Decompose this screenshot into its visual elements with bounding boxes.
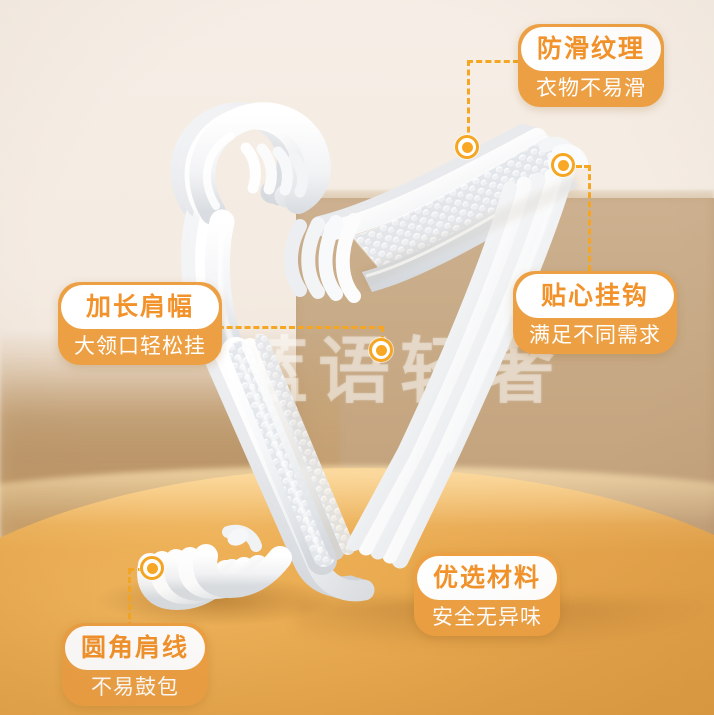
connector-line-anti-slip-vertical: [467, 60, 470, 142]
callout-anti-slip-texture[interactable]: 防滑纹理 衣物不易滑: [518, 24, 665, 107]
callout-title-rounded-shoulder-line: 圆角肩线: [65, 626, 206, 670]
callout-marker-extended-shoulder[interactable]: [369, 338, 393, 362]
hanger-front: [137, 102, 588, 611]
callout-subtitle-extended-shoulder: 大领口轻松挂: [74, 335, 206, 358]
callout-subtitle-premium-material: 安全无异味: [432, 606, 542, 629]
connector-line-rounded-vertical: [128, 568, 131, 628]
callout-marker-anti-slip-texture[interactable]: [455, 135, 479, 159]
podium-rim-highlight: [0, 466, 714, 526]
callout-title-thoughtful-hook: 贴心挂钩: [516, 274, 674, 318]
callout-marker-thoughtful-hook[interactable]: [551, 153, 575, 177]
callout-title-premium-material: 优选材料: [417, 556, 558, 600]
callout-subtitle-rounded-shoulder-line: 不易鼓包: [91, 676, 179, 699]
callout-marker-rounded-shoulder-line[interactable]: [140, 556, 164, 580]
connector-line-hook-horizontal: [568, 165, 590, 168]
product-self-shadow: [360, 176, 580, 288]
connector-line-hook-vertical: [588, 165, 591, 271]
hook-tip-ridges: [240, 142, 308, 198]
callout-subtitle-anti-slip-texture: 衣物不易滑: [536, 77, 646, 100]
connector-line-anti-slip-horizontal: [467, 60, 519, 63]
callout-title-extended-shoulder: 加长肩幅: [61, 285, 219, 329]
callout-extended-shoulder[interactable]: 加长肩幅 大领口轻松挂: [58, 282, 222, 365]
callout-subtitle-thoughtful-hook: 满足不同需求: [529, 324, 661, 347]
callout-thoughtful-hook[interactable]: 贴心挂钩 满足不同需求: [513, 271, 677, 354]
callout-rounded-shoulder-line[interactable]: 圆角肩线 不易鼓包: [62, 623, 209, 706]
shoulder-joint-ribs: [284, 213, 361, 303]
bottom-rounded-bend: [137, 544, 292, 611]
arm-notch: [222, 524, 262, 552]
connector-line-shoulder-horizontal: [200, 326, 384, 329]
callout-premium-material[interactable]: 优选材料 安全无异味: [414, 553, 561, 636]
callout-title-anti-slip-texture: 防滑纹理: [521, 27, 662, 71]
